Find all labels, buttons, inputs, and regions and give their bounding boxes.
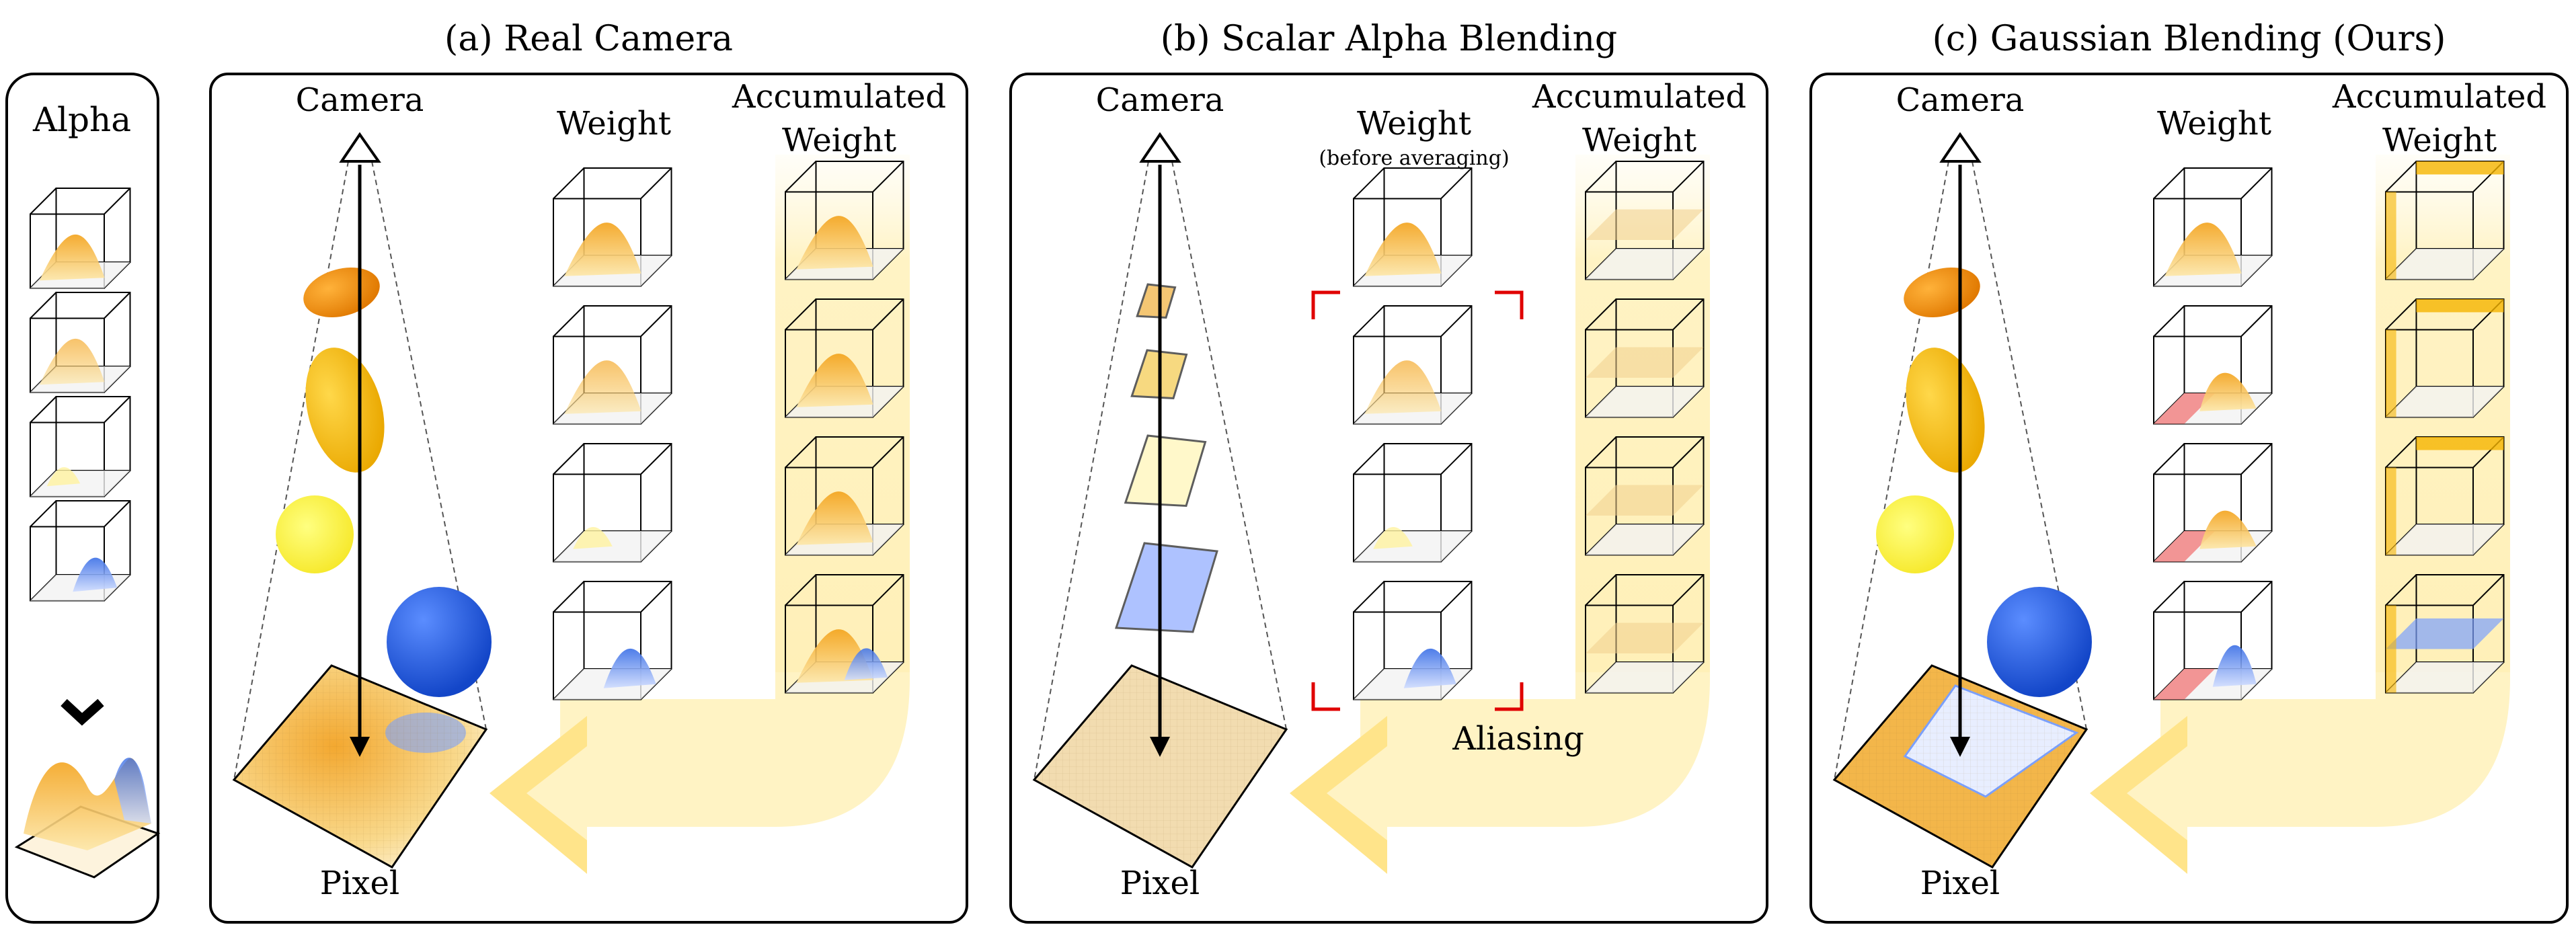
camera-icon — [1939, 132, 1982, 163]
accum-weight-plot — [1585, 161, 1705, 280]
aliasing-bracket — [1311, 290, 1524, 711]
yellow-gaussian — [1876, 495, 1954, 573]
weight-plot — [2153, 167, 2273, 287]
accum-weight-plot — [1585, 574, 1705, 694]
weight-plot — [553, 305, 672, 425]
alpha-plot — [30, 396, 131, 497]
accum-weight-plot — [785, 298, 904, 418]
camera-label: Camera — [1096, 81, 1224, 119]
panel-title: (b) Scalar Alpha Blending — [1161, 19, 1617, 59]
alpha-title: Alpha — [32, 100, 131, 139]
pixel-label: Pixel — [320, 864, 399, 902]
accum-label-line1: Accumulated — [1532, 78, 1746, 116]
camera-icon — [1139, 132, 1181, 163]
accum-label-line1: Accumulated — [732, 78, 946, 116]
camera-label: Camera — [296, 81, 424, 119]
camera-label: Camera — [1896, 81, 2025, 119]
accum-weight-plot — [2385, 574, 2505, 694]
weight-plot — [553, 443, 672, 563]
weight-plot — [2153, 443, 2273, 563]
accum-label-line2: Weight — [1582, 122, 1696, 159]
chevron-down-icon — [61, 698, 104, 726]
panel-title: (a) Real Camera — [444, 19, 733, 59]
weight-plot — [1353, 167, 1473, 287]
alpha-layer — [1114, 542, 1218, 633]
panel-gaussian-blending: (c) Gaussian Blending (Ours) CameraWeight… — [1809, 19, 2569, 924]
yellow-gaussian — [276, 495, 354, 573]
weight-plot — [553, 167, 672, 287]
frustum-line — [1033, 161, 1287, 780]
alpha-sum-plot — [14, 758, 161, 879]
alpha-plot — [30, 500, 131, 602]
alpha-plot — [30, 188, 131, 289]
weight-plot — [1353, 305, 1473, 425]
weight-plot — [1353, 581, 1473, 700]
blue-gaussian — [387, 587, 492, 697]
weight-plot — [2153, 581, 2273, 700]
pixel-label: Pixel — [1120, 864, 1200, 902]
gold-gaussian — [305, 348, 385, 473]
weight-sublabel: (before averaging) — [1319, 147, 1509, 170]
accum-weight-plot — [785, 161, 904, 280]
aliasing-label: Aliasing — [1452, 720, 1584, 758]
weight-plot — [553, 581, 672, 700]
accum-weight-plot — [785, 436, 904, 556]
weight-label: Weight — [2157, 105, 2271, 143]
accum-weight-plot — [2385, 298, 2505, 418]
alpha-panel: Alpha — [5, 73, 161, 924]
pixel-label: Pixel — [1920, 864, 2000, 902]
weight-plot — [1353, 443, 1473, 563]
accum-label-line2: Weight — [782, 122, 896, 159]
alpha-layer — [1124, 434, 1207, 508]
blue-gaussian — [1987, 587, 2092, 697]
weight-plot — [2153, 305, 2273, 425]
weight-label: Weight — [1357, 105, 1471, 143]
accum-weight-plot — [1585, 436, 1705, 556]
accum-weight-plot — [1585, 298, 1705, 418]
accum-weight-plot — [785, 574, 904, 694]
alpha-layer — [1136, 283, 1177, 319]
accum-label-line2: Weight — [2382, 122, 2497, 159]
accum-weight-plot — [2385, 436, 2505, 556]
accum-label-line1: Accumulated — [2332, 78, 2546, 116]
gold-gaussian — [1906, 348, 1985, 473]
camera-icon — [339, 132, 381, 163]
alpha-plot — [30, 292, 131, 393]
accum-weight-plot — [2385, 161, 2505, 280]
panel-title: (c) Gaussian Blending (Ours) — [1933, 19, 2446, 59]
weight-label: Weight — [557, 105, 671, 143]
